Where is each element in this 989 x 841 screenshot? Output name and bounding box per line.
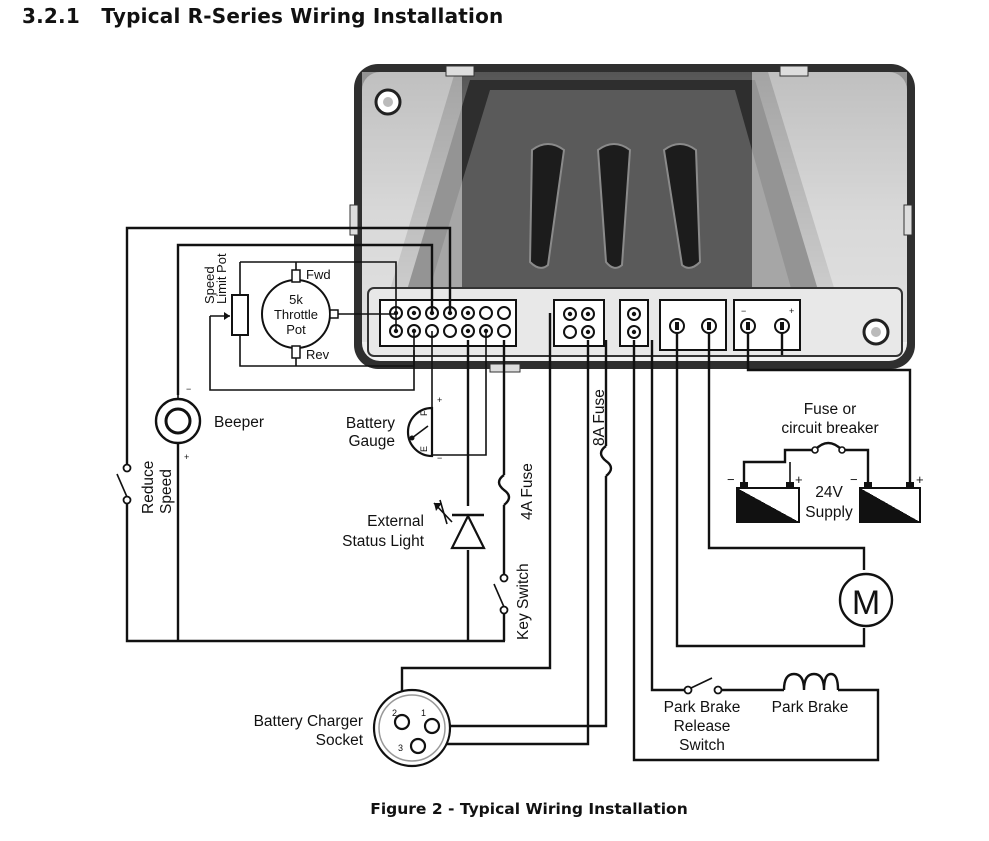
prb-label-3: Switch [679, 737, 725, 754]
reduce-speed-switch: Reduce Speed [116, 461, 175, 514]
pin-1-label: 1 [421, 708, 426, 718]
fwd-label: Fwd [306, 267, 331, 282]
battery-gauge-label-1: Battery [346, 415, 395, 432]
svg-text:Speed: Speed [202, 266, 217, 304]
battery-charger-socket: 2 1 3 Battery Charger Socket [254, 688, 452, 768]
beeper-label: Beeper [214, 414, 264, 431]
power-terminals: − + [659, 299, 801, 351]
battery-gauge: E F + − Battery Gauge [346, 395, 442, 463]
motor: M [838, 572, 894, 628]
fuse-8a-label: 8A Fuse [591, 389, 608, 446]
speed-limit-pot-label-2: Limit Pot [214, 253, 229, 304]
beeper-plus: + [184, 452, 189, 462]
plus-sign: + [789, 306, 794, 316]
motor-label: M [852, 584, 880, 622]
throttle-pot-label-2: Throttle [274, 307, 318, 322]
throttle-pot-label-3: Pot [286, 322, 306, 337]
park-brake-coil: Park Brake [772, 672, 849, 716]
section-heading: 3.2.1 Typical R-Series Wiring Installati… [22, 4, 504, 28]
battery-2-plus: + [916, 472, 924, 487]
status-light-label-1: External [367, 513, 424, 530]
battery-2-minus: − [850, 472, 858, 487]
prb-label-2: Release [674, 718, 731, 735]
beeper: − + Beeper [154, 384, 264, 462]
charger-socket-label-2: Socket [316, 732, 364, 749]
gauge-e-label: E [419, 446, 429, 452]
battery-supply: Fuse or circuit breaker − + − + 24V Supp… [727, 401, 924, 523]
supply-label-2: Supply [805, 504, 853, 521]
throttle-pot: 5k Throttle Pot Fwd Rev [261, 267, 339, 362]
brake-connector [619, 299, 649, 347]
pin-3-label: 3 [398, 743, 403, 753]
speed-limit-pot: Speed Limit Pot [202, 253, 249, 336]
supply-label-1: 24V [815, 484, 843, 501]
speed-limit-pot-label-1: Speed [202, 266, 217, 304]
park-brake-label: Park Brake [772, 699, 849, 716]
figure-caption: Figure 2 - Typical Wiring Installation [370, 800, 688, 818]
key-switch: Key Switch [493, 563, 532, 640]
charger-connector [553, 299, 605, 347]
rev-label: Rev [306, 347, 330, 362]
gauge-f-label: F [419, 410, 429, 416]
pin-2-label: 2 [392, 708, 397, 718]
fuse-4a-label: 4A Fuse [519, 463, 536, 520]
beeper-minus: − [186, 384, 191, 394]
main-connector [379, 299, 517, 347]
reduce-speed-label-2: Speed [158, 469, 175, 514]
battery-gauge-label-2: Gauge [348, 433, 395, 450]
gauge-plus: + [437, 395, 442, 405]
throttle-pot-label-1: 5k [289, 292, 303, 307]
fuse-8a: 8A Fuse [591, 389, 613, 477]
park-brake-release-switch: Park Brake Release Switch [664, 677, 741, 754]
gauge-minus: − [437, 453, 442, 463]
charger-socket-label-1: Battery Charger [254, 713, 363, 730]
battery-1-plus: + [795, 472, 803, 487]
fuse-breaker-label-1: Fuse or [804, 401, 857, 418]
key-switch-label: Key Switch [515, 563, 532, 640]
fuse-4a: 4A Fuse [497, 463, 536, 520]
svg-text:Reduce: Reduce [140, 461, 157, 514]
status-light-label-2: Status Light [342, 533, 425, 550]
svg-text:Limit Pot: Limit Pot [214, 253, 229, 304]
fuse-breaker-label-2: circuit breaker [781, 420, 878, 437]
prb-label-1: Park Brake [664, 699, 741, 716]
reduce-speed-label-1: Reduce [140, 461, 157, 514]
status-light-led: External Status Light [342, 499, 486, 550]
minus-sign: − [741, 306, 746, 316]
svg-text:Speed: Speed [158, 469, 175, 514]
battery-1-minus: − [727, 472, 735, 487]
